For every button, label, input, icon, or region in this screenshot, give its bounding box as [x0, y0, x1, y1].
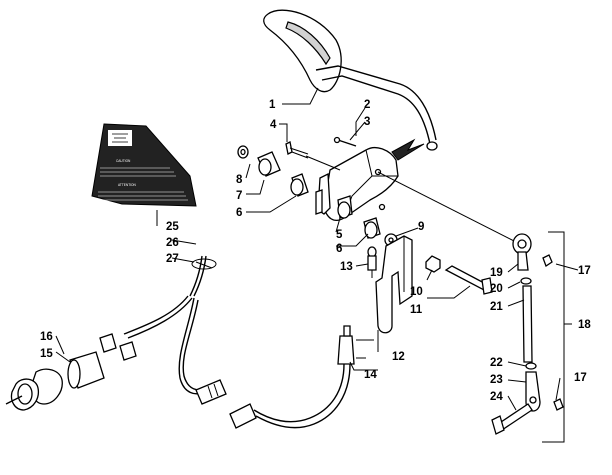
bushing-set	[237, 145, 398, 247]
callout-26: 26	[166, 237, 179, 249]
callout-27: 27	[166, 253, 179, 265]
decal-attention-text: ATTENTION	[118, 183, 137, 187]
callout-15: 15	[40, 348, 53, 360]
switch-13	[367, 246, 377, 278]
callout-10: 10	[410, 286, 423, 298]
callout-11: 11	[410, 304, 423, 316]
bolt-11	[444, 265, 493, 295]
linkage-rod	[491, 233, 564, 435]
callout-6-right: 6	[336, 243, 342, 255]
callout-23: 23	[490, 374, 503, 386]
callout-22: 22	[490, 357, 503, 369]
key-switch	[5, 351, 105, 411]
callout-2: 2	[364, 99, 370, 111]
warning-decal: CAUTION ATTENTION	[91, 123, 197, 207]
callout-17-top: 17	[578, 265, 591, 277]
callout-9: 9	[418, 221, 424, 233]
callout-24: 24	[490, 391, 503, 403]
callout-18: 18	[578, 319, 591, 331]
group-bracket-18	[542, 231, 565, 443]
callout-6-left: 6	[236, 207, 242, 219]
callout-12: 12	[392, 351, 405, 363]
leader-line	[377, 171, 521, 245]
callout-20: 20	[490, 283, 503, 295]
leader-lines	[55, 87, 579, 411]
throttle-lever	[263, 9, 438, 151]
decal-caution-text: CAUTION	[116, 159, 131, 163]
callout-14: 14	[364, 369, 377, 381]
callout-1: 1	[269, 99, 276, 111]
throttle-arm	[315, 172, 331, 215]
callout-labels: 1 2 3 4 5 6 6 7 8 9 10 11 12 13 14 15 16…	[40, 99, 591, 403]
callout-3: 3	[364, 116, 370, 128]
callout-5: 5	[336, 229, 343, 241]
callout-13: 13	[340, 261, 353, 273]
callout-21: 21	[490, 301, 503, 313]
callout-16: 16	[40, 331, 53, 343]
wiring-harness	[99, 255, 374, 429]
bolt-4	[285, 141, 309, 159]
callout-8: 8	[236, 174, 243, 186]
pointer-arrow	[391, 138, 425, 161]
callout-25: 25	[166, 221, 179, 233]
throttle-housing	[323, 146, 399, 221]
callout-4: 4	[270, 119, 277, 131]
leader-line	[305, 155, 341, 171]
lever-bracket	[375, 235, 413, 334]
callout-19: 19	[490, 267, 503, 279]
callout-7: 7	[236, 190, 242, 202]
nut-10	[425, 255, 441, 273]
pin-3	[337, 139, 357, 147]
callout-17-bottom: 17	[574, 372, 587, 384]
